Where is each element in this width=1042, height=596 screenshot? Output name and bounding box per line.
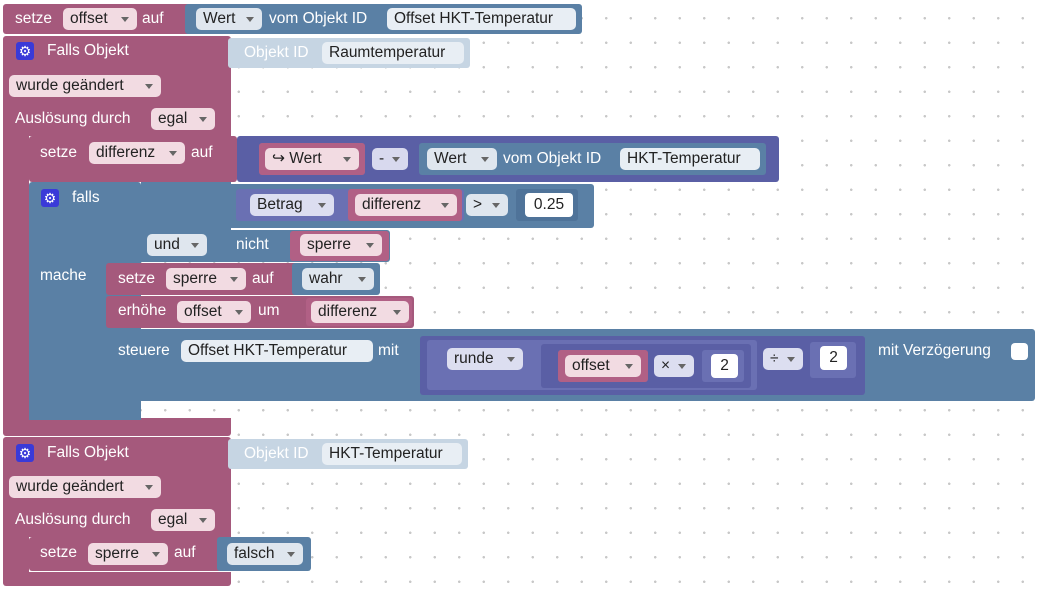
falls-objekt-label: Falls Objekt — [47, 42, 129, 59]
object-id-raumtemperatur[interactable]: Raumtemperatur — [322, 42, 464, 64]
steuere-label: steuere — [118, 342, 170, 359]
falls-objekt-label-2: Falls Objekt — [47, 444, 129, 461]
mit-label: mit — [378, 342, 399, 359]
settings-gear-icon-2[interactable]: ⚙ — [41, 189, 59, 207]
um-label: um — [258, 302, 280, 319]
sperre-dropdown[interactable]: sperre — [300, 234, 382, 256]
changed-dropdown-2[interactable]: wurde geändert — [9, 476, 161, 498]
setze-label: setze — [15, 10, 53, 27]
changed-dropdown[interactable]: wurde geändert — [9, 75, 161, 97]
sperre-var-dropdown[interactable]: sperre — [166, 268, 246, 290]
falsch-dropdown[interactable]: falsch — [227, 543, 303, 565]
number-field-2[interactable]: 2 — [711, 354, 738, 378]
setze-label-2: setze — [40, 144, 78, 161]
vom-objekt-label: vom Objekt ID — [269, 10, 368, 27]
ausloesung-label-2: Auslösung durch — [15, 511, 131, 528]
falls-label: falls — [72, 189, 100, 206]
differenz-dropdown[interactable]: differenz — [355, 194, 457, 216]
object-id-offset-hkt[interactable]: Offset HKT-Temperatur — [181, 340, 373, 362]
ausloesung-label: Auslösung durch — [15, 110, 131, 127]
objekt-id-label-2: Objekt ID — [244, 445, 309, 462]
offset-dropdown-3[interactable]: offset — [565, 355, 641, 377]
auf-label: auf — [142, 10, 164, 27]
offset-var-dropdown[interactable]: offset — [63, 8, 137, 30]
trigger-block-footer — [3, 418, 231, 436]
vom-objekt-label-2: vom Objekt ID — [503, 150, 602, 167]
divide-operator-dropdown[interactable]: ÷ — [763, 348, 803, 370]
number-field-3[interactable]: 2 — [820, 346, 847, 370]
mache-label: mache — [40, 267, 87, 284]
wahr-dropdown[interactable]: wahr — [302, 268, 374, 290]
auf-label-2: auf — [191, 144, 213, 161]
return-wert-dropdown[interactable]: ↪ Wert — [265, 148, 359, 170]
und-dropdown[interactable]: und — [147, 234, 207, 256]
trigger-block-spine — [3, 134, 29, 429]
sperre-var-dropdown-2[interactable]: sperre — [88, 543, 168, 565]
number-field[interactable]: 0.25 — [525, 193, 573, 217]
delay-checkbox[interactable] — [1011, 343, 1028, 360]
differenz-var-dropdown[interactable]: differenz — [89, 142, 185, 164]
object-id-field[interactable]: Offset HKT-Temperatur — [387, 8, 576, 30]
control-block-foot — [29, 400, 141, 420]
object-id-hkt[interactable]: HKT-Temperatur — [620, 148, 760, 170]
wert-dropdown[interactable]: Wert — [196, 8, 262, 30]
settings-gear-icon-3[interactable]: ⚙ — [16, 444, 34, 462]
differenz-dropdown-2[interactable]: differenz — [311, 301, 409, 323]
offset-var-dropdown-2[interactable]: offset — [177, 301, 251, 323]
runde-dropdown[interactable]: runde — [447, 348, 523, 370]
egal-dropdown-2[interactable]: egal — [151, 509, 215, 531]
setze-label-4: setze — [40, 544, 78, 561]
settings-gear-icon[interactable]: ⚙ — [16, 42, 34, 60]
auf-label-3: auf — [252, 270, 274, 287]
objekt-id-label: Objekt ID — [244, 44, 309, 61]
auf-label-4: auf — [174, 544, 196, 561]
betrag-dropdown[interactable]: Betrag — [250, 194, 334, 216]
setze-label-3: setze — [118, 270, 156, 287]
erhoehe-label: erhöhe — [118, 302, 167, 319]
wert-dropdown-2[interactable]: Wert — [427, 148, 497, 170]
minus-operator-dropdown[interactable]: - — [372, 148, 408, 170]
compare-operator-dropdown[interactable]: > — [466, 194, 508, 216]
times-operator-dropdown[interactable]: × — [654, 355, 694, 377]
delay-label: mit Verzögerung — [878, 342, 991, 359]
nicht-label: nicht — [236, 236, 269, 253]
object-id-hkt-2[interactable]: HKT-Temperatur — [322, 443, 462, 465]
trigger-block-2-footer — [3, 572, 231, 586]
egal-dropdown[interactable]: egal — [151, 108, 215, 130]
control-block-notch — [118, 401, 1035, 421]
